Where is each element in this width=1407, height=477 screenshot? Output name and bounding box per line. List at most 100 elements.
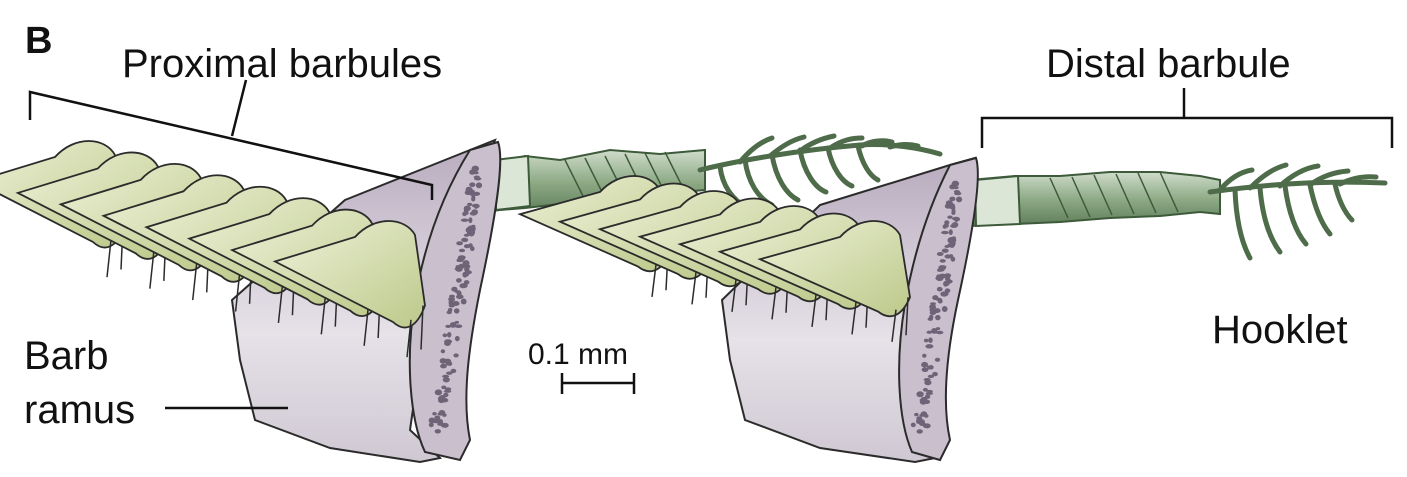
- distal-barbule-bracket: [982, 118, 1392, 148]
- proximal-barbules-label: Proximal barbules: [122, 44, 442, 84]
- cortex-spot: [954, 190, 960, 193]
- cortex-spot: [937, 287, 943, 292]
- cortex-spot: [443, 377, 450, 382]
- cortex-spot: [447, 332, 451, 338]
- cortex-spot: [448, 308, 453, 312]
- cortex-spot: [435, 389, 442, 395]
- cortex-spot: [459, 249, 465, 253]
- cortex-spot: [916, 391, 923, 397]
- cortex-spot: [463, 260, 470, 266]
- panel-label: B: [25, 22, 52, 60]
- cortex-spot: [949, 242, 955, 248]
- cortex-spot: [950, 224, 957, 228]
- cortex-spot: [461, 238, 468, 242]
- cortex-spot: [929, 304, 936, 309]
- cortex-spot: [929, 315, 934, 319]
- cortex-spot: [476, 182, 482, 188]
- cortex-spot: [922, 367, 929, 372]
- cortex-spot: [911, 423, 916, 428]
- cortex-spot: [952, 217, 960, 221]
- cortex-spot: [441, 349, 445, 353]
- cortex-spot: [952, 181, 959, 187]
- cortex-spot: [468, 217, 472, 223]
- cortex-spot: [462, 284, 468, 288]
- cortex-spot: [951, 211, 955, 215]
- scale-bar-label: 0.1 mm: [528, 340, 628, 370]
- cortex-spot: [949, 229, 953, 235]
- cortex-spot: [924, 380, 931, 385]
- cortex-spot: [944, 223, 949, 228]
- cortex-spot: [456, 265, 461, 269]
- cortex-spot: [461, 299, 467, 305]
- cortex-spot: [470, 246, 475, 251]
- cortex-spot: [924, 339, 929, 343]
- cortex-spot: [445, 387, 451, 390]
- cortex-spot: [456, 241, 463, 245]
- cortex-spot: [945, 254, 952, 258]
- cortex-spot: [469, 231, 475, 237]
- cortex-spot: [951, 257, 956, 262]
- cortex-spot: [932, 372, 938, 376]
- cortex-spot: [937, 252, 944, 256]
- cortex-spot: [456, 278, 462, 283]
- cortex-spot: [432, 412, 436, 415]
- cortex-spot: [927, 390, 933, 393]
- cortex-spot: [941, 231, 949, 234]
- cortex-spot: [947, 216, 952, 219]
- cortex-spot: [940, 259, 946, 263]
- cortex-spot: [454, 308, 460, 313]
- cortex-spot: [925, 344, 933, 348]
- cortex-spot: [466, 228, 470, 233]
- cortex-spot: [935, 315, 941, 320]
- cortex-spot: [455, 321, 459, 324]
- barb-ramus-label-line1: Barb: [24, 336, 109, 376]
- cortex-spot: [451, 369, 457, 373]
- cortex-spot: [471, 197, 475, 201]
- cortex-spot: [467, 203, 472, 206]
- cortex-spot: [936, 327, 940, 330]
- cortex-spot: [936, 274, 941, 278]
- cortex-spot: [942, 306, 948, 312]
- cortex-spot: [435, 429, 441, 433]
- cortex-spot: [444, 340, 451, 346]
- cortex-spot: [914, 413, 918, 416]
- distal-barbule-label: Distal barbule: [1046, 44, 1291, 84]
- cortex-spot: [946, 200, 953, 206]
- cortex-spot: [935, 358, 940, 362]
- cortex-spot: [457, 259, 462, 262]
- cortex-spot: [916, 419, 923, 424]
- cortex-spot: [469, 182, 475, 187]
- cortex-spot: [448, 297, 455, 302]
- cortex-spot: [945, 279, 952, 283]
- cortex-spot: [444, 359, 451, 364]
- cortex-spot: [432, 419, 439, 423]
- cortex-spot: [923, 400, 930, 404]
- cortex-spot: [456, 295, 464, 300]
- cortex-spot: [942, 249, 949, 253]
- cortex-spot: [928, 337, 932, 343]
- cortex-spot: [441, 398, 448, 402]
- cortex-spot: [470, 212, 477, 216]
- cortex-spot: [472, 166, 479, 172]
- cortex-spot: [453, 353, 458, 357]
- scale-bar: [562, 373, 634, 394]
- cortex-spot: [440, 364, 447, 369]
- cortex-spot: [455, 336, 460, 341]
- cortex-spot: [445, 325, 451, 328]
- cortex-spot: [943, 292, 949, 296]
- cortex-spot: [921, 362, 928, 368]
- cortex-spot: [461, 219, 469, 222]
- cortex-spot: [956, 197, 962, 203]
- barb-ramus-label-line2: ramus: [24, 390, 135, 430]
- cortex-spot: [936, 298, 942, 301]
- cortex-spot: [472, 204, 480, 208]
- cortex-spot: [443, 333, 448, 337]
- cortex-spot: [464, 206, 471, 211]
- hooklet-label: Hooklet: [1212, 310, 1348, 350]
- cortex-spot: [922, 354, 926, 358]
- cortex-spot: [455, 324, 463, 328]
- cortex-spot: [919, 414, 925, 417]
- cortex-spot: [463, 211, 468, 216]
- cortex-spot: [474, 176, 480, 179]
